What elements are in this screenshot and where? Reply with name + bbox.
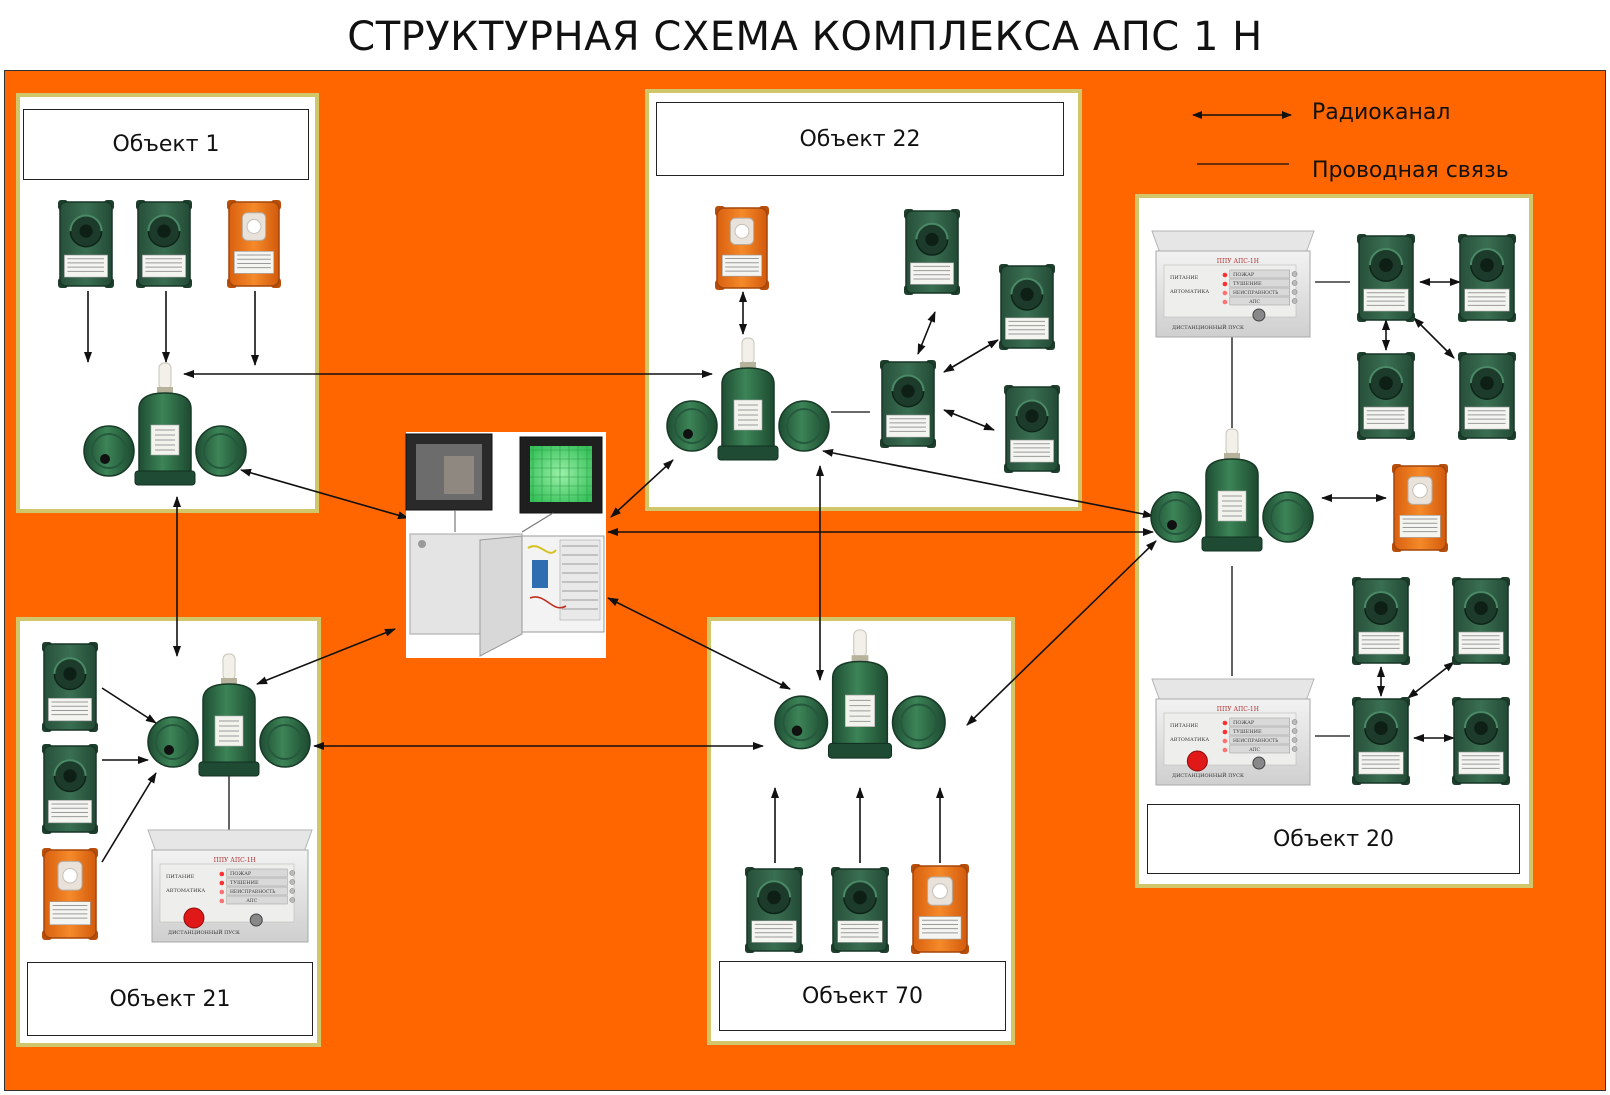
object-label-70: Объект 70 bbox=[719, 961, 1006, 1031]
radio-link-obj22-obj20 bbox=[822, 449, 1154, 518]
obj1-manual-call-point bbox=[227, 200, 281, 288]
svg-text:ППУ АПС-1Н: ППУ АПС-1Н bbox=[1217, 706, 1259, 713]
svg-text:ДИСТАНЦИОННЫЙ ПУСК: ДИСТАНЦИОННЫЙ ПУСК bbox=[1172, 323, 1244, 331]
obj20-control-panel-top: ППУ АПС-1Н ПИТАНИЕ АВТОМАТИКА ПОЖАР ТУШЕНИЕ Н… bbox=[1151, 230, 1315, 338]
radio-link-obj70-obj20 bbox=[966, 540, 1157, 726]
svg-text:ПОЖАР: ПОЖАР bbox=[230, 871, 252, 877]
obj22-smoke-detector-1 bbox=[904, 209, 960, 295]
obj20-smoke-detector-3 bbox=[1357, 352, 1415, 440]
svg-text:ПОЖАР: ПОЖАР bbox=[1233, 272, 1255, 278]
obj20-smoke-detector-2 bbox=[1458, 234, 1516, 322]
obj21-radio-node bbox=[147, 653, 311, 777]
obj21-det1-arrow bbox=[101, 687, 157, 724]
svg-text:ПИТАНИЕ: ПИТАНИЕ bbox=[1170, 275, 1199, 281]
obj20-manual-call-point bbox=[1392, 464, 1448, 552]
legend-radio-label: Радиоканал bbox=[1312, 100, 1451, 125]
diagram-title: СТРУКТУРНАЯ СХЕМА КОМПЛЕКСА АПС 1 Н bbox=[347, 14, 1263, 60]
connections-layer bbox=[84, 278, 1461, 863]
svg-text:ТУШЕНИЕ: ТУШЕНИЕ bbox=[1233, 281, 1262, 287]
svg-text:ТУШЕНИЕ: ТУШЕНИЕ bbox=[230, 880, 259, 886]
obj20-smoke-detector-5 bbox=[1352, 577, 1410, 665]
obj21-manual-call-point bbox=[42, 848, 98, 940]
obj1-smoke-detector-1 bbox=[58, 200, 114, 288]
obj22-det-link-a bbox=[917, 311, 936, 355]
obj22-manual-call-point bbox=[715, 206, 769, 290]
obj22-smoke-detector-hub bbox=[880, 360, 936, 448]
obj20-top-link-c bbox=[1413, 317, 1455, 359]
legend-symbols bbox=[1192, 111, 1292, 165]
svg-text:НЕИСПРАВНОСТЬ: НЕИСПРАВНОСТЬ bbox=[1233, 738, 1278, 744]
svg-text:АПС: АПС bbox=[1249, 299, 1260, 305]
obj20-control-panel-bottom: ППУ АПС-1Н ПИТАНИЕ АВТОМАТИКА ПОЖАР ТУШЕНИЕ Н… bbox=[1151, 678, 1315, 786]
obj22-radio-node bbox=[666, 337, 830, 461]
svg-text:ПОЖАР: ПОЖАР bbox=[1233, 720, 1255, 726]
svg-text:НЕИСПРАВНОСТЬ: НЕИСПРАВНОСТЬ bbox=[230, 889, 275, 895]
svg-text:АВТОМАТИКА: АВТОМАТИКА bbox=[1170, 289, 1209, 295]
radio-link-obj1-station bbox=[240, 468, 409, 520]
obj20-smoke-detector-6 bbox=[1452, 577, 1510, 665]
legend-wired-label: Проводная связь bbox=[1312, 158, 1509, 183]
object-label-21: Объект 21 bbox=[27, 962, 313, 1036]
obj22-det-link-b bbox=[943, 339, 999, 373]
obj20-smoke-detector-8 bbox=[1452, 697, 1510, 785]
svg-text:АВТОМАТИКА: АВТОМАТИКА bbox=[166, 888, 205, 894]
svg-text:АПС: АПС bbox=[1249, 747, 1260, 753]
radio-link-station-obj70 bbox=[607, 597, 791, 690]
object-label-1: Объект 1 bbox=[23, 109, 309, 180]
obj20-smoke-detector-4 bbox=[1458, 352, 1516, 440]
svg-text:ПИТАНИЕ: ПИТАНИЕ bbox=[1170, 723, 1199, 729]
devices-layer: ППУ АПС-1Н ПИТАНИЕ АВТОМАТИКА ПОЖАР ТУШЕНИЕ Н… bbox=[42, 200, 1516, 954]
central-station bbox=[405, 432, 606, 658]
obj20-smoke-detector-1 bbox=[1357, 234, 1415, 322]
obj70-manual-call-point bbox=[911, 864, 969, 954]
svg-text:АВТОМАТИКА: АВТОМАТИКА bbox=[1170, 737, 1209, 743]
radio-link-obj21-station bbox=[256, 628, 396, 685]
radio-link-obj22-station bbox=[610, 459, 674, 518]
obj21-smoke-detector-1 bbox=[42, 642, 98, 732]
svg-text:ППУ АПС-1Н: ППУ АПС-1Н bbox=[1217, 258, 1259, 265]
obj21-control-panel: ППУ АПС-1Н ПИТАНИЕ АВТОМАТИКА ПОЖАР ТУШЕНИЕ Н… bbox=[147, 829, 313, 943]
svg-text:ТУШЕНИЕ: ТУШЕНИЕ bbox=[1233, 729, 1262, 735]
object-label-20: Объект 20 bbox=[1147, 804, 1520, 874]
svg-text:ППУ АПС-1Н: ППУ АПС-1Н bbox=[214, 857, 256, 864]
svg-text:ПИТАНИЕ: ПИТАНИЕ bbox=[166, 874, 195, 880]
obj20-bottom-link-b bbox=[1407, 661, 1455, 699]
obj21-smoke-detector-2 bbox=[42, 744, 98, 834]
svg-text:АПС: АПС bbox=[246, 898, 257, 904]
obj22-smoke-detector-2 bbox=[999, 264, 1055, 350]
obj21-det3-arrow bbox=[101, 772, 157, 863]
obj70-smoke-detector-1 bbox=[745, 867, 803, 953]
obj20-smoke-detector-7 bbox=[1352, 697, 1410, 785]
object-label-22: Объект 22 bbox=[656, 102, 1064, 176]
obj1-radio-node bbox=[83, 362, 247, 486]
obj20-radio-node bbox=[1150, 428, 1314, 552]
obj1-smoke-detector-2 bbox=[136, 200, 192, 288]
svg-text:ДИСТАНЦИОННЫЙ ПУСК: ДИСТАНЦИОННЫЙ ПУСК bbox=[168, 928, 240, 936]
obj22-smoke-detector-3 bbox=[1004, 385, 1060, 473]
obj70-smoke-detector-2 bbox=[831, 867, 889, 953]
svg-text:НЕИСПРАВНОСТЬ: НЕИСПРАВНОСТЬ bbox=[1233, 290, 1278, 296]
obj70-radio-node bbox=[774, 629, 946, 759]
obj22-det-link-c bbox=[943, 409, 995, 431]
svg-text:ДИСТАНЦИОННЫЙ ПУСК: ДИСТАНЦИОННЫЙ ПУСК bbox=[1172, 771, 1244, 779]
